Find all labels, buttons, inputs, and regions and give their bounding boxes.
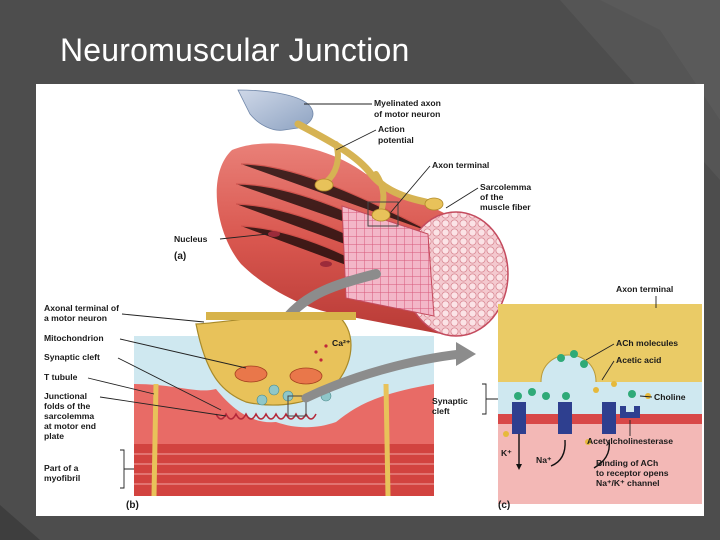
neuromuscular-junction-figure: Myelinated axon of motor neuron Action p…	[36, 84, 704, 516]
label-action-potential-2: potential	[378, 135, 414, 145]
svg-text:Junctional: Junctional	[44, 391, 87, 401]
svg-text:a motor neuron: a motor neuron	[44, 313, 107, 323]
label-binding-2: to receptor opens	[596, 468, 669, 478]
label-synaptic-cleft-c-2: cleft	[432, 406, 450, 416]
label-synaptic-cleft-b: Synaptic cleft	[44, 352, 100, 362]
svg-text:of motor neuron: of motor neuron	[374, 109, 440, 119]
label-ach-molecules: ACh molecules	[616, 338, 678, 348]
svg-text:plate: plate	[44, 431, 64, 441]
label-calcium: Ca²⁺	[332, 338, 351, 348]
panel-c-synapse-detail	[498, 304, 702, 504]
svg-text:Sarcolemma: Sarcolemma	[480, 182, 531, 192]
arrow-b-to-c	[301, 349, 466, 403]
svg-text:Action: Action	[378, 124, 405, 134]
panel-c-labels: Axon terminal ACh molecules Acetic acid …	[432, 284, 686, 511]
label-acetylcholinesterase: Acetylcholinesterase	[587, 436, 673, 446]
label-sodium: Na⁺	[536, 455, 552, 465]
label-mitochondrion: Mitochondrion	[44, 333, 104, 343]
panel-a-label: (a)	[174, 251, 186, 262]
label-myofibril-1: Part of a	[44, 463, 79, 473]
label-junctional-folds-4: at motor end	[44, 421, 96, 431]
svg-text:myofibril: myofibril	[44, 473, 80, 483]
label-choline: Choline	[654, 392, 686, 402]
label-binding-3: Na⁺/K⁺ channel	[596, 478, 660, 488]
label-nucleus: Nucleus	[174, 234, 208, 244]
label-action-potential-1: Action	[378, 124, 405, 134]
label-binding-1: Binding of ACh	[596, 458, 658, 468]
svg-text:at motor end: at motor end	[44, 421, 96, 431]
label-acetic-acid: Acetic acid	[616, 355, 661, 365]
label-sarcolemma-1: Sarcolemma	[480, 182, 531, 192]
label-junctional-folds-1: Junctional	[44, 391, 87, 401]
panel-b-label: (b)	[126, 500, 139, 511]
diagram-canvas: Myelinated axon of motor neuron Action p…	[44, 89, 702, 511]
svg-text:of the: of the	[480, 192, 504, 202]
label-myelinated-axon-1: Myelinated axon	[374, 98, 441, 108]
panel-c-label: (c)	[498, 500, 510, 511]
label-junctional-folds-5: plate	[44, 431, 64, 441]
label-synaptic-cleft-c-1: Synaptic	[432, 396, 468, 406]
svg-text:muscle fiber: muscle fiber	[480, 202, 531, 212]
label-sarcolemma-3: muscle fiber	[480, 202, 531, 212]
svg-text:Na⁺/K⁺ channel: Na⁺/K⁺ channel	[596, 478, 660, 488]
panel-a-muscle-fiber	[216, 89, 509, 337]
svg-text:cleft: cleft	[432, 406, 450, 416]
svg-text:to receptor opens: to receptor opens	[596, 468, 669, 478]
svg-text:Part of a: Part of a	[44, 463, 79, 473]
svg-text:Synaptic: Synaptic	[432, 396, 468, 406]
label-axon-terminal-a: Axon terminal	[432, 160, 489, 170]
label-axonal-terminal-1: Axonal terminal of	[44, 303, 119, 313]
svg-text:sarcolemma: sarcolemma	[44, 411, 94, 421]
svg-text:folds of the: folds of the	[44, 401, 91, 411]
label-t-tubule: T tubule	[44, 372, 78, 382]
label-axonal-terminal-2: a motor neuron	[44, 313, 107, 323]
label-myelinated-axon-2: of motor neuron	[374, 109, 440, 119]
label-myofibril-2: myofibril	[44, 473, 80, 483]
label-sarcolemma-2: of the	[480, 192, 504, 202]
svg-text:Axonal terminal of: Axonal terminal of	[44, 303, 119, 313]
panel-b-labels: Axonal terminal of a motor neuron Mitoch…	[44, 303, 351, 511]
slide-title: Neuromuscular Junction	[60, 32, 410, 68]
label-junctional-folds-2: folds of the	[44, 401, 91, 411]
svg-text:Myelinated axon: Myelinated axon	[374, 98, 441, 108]
arrow-a-to-b	[281, 269, 381, 324]
label-potassium: K⁺	[501, 448, 512, 458]
panel-b-motor-end-plate	[134, 312, 434, 497]
svg-text:potential: potential	[378, 135, 414, 145]
label-axon-terminal-c: Axon terminal	[616, 284, 673, 294]
panel-a-labels: Myelinated axon of motor neuron Action p…	[174, 98, 531, 262]
label-junctional-folds-3: sarcolemma	[44, 411, 94, 421]
svg-text:Binding of ACh: Binding of ACh	[596, 458, 658, 468]
arrow-b-to-c-head	[456, 342, 476, 366]
